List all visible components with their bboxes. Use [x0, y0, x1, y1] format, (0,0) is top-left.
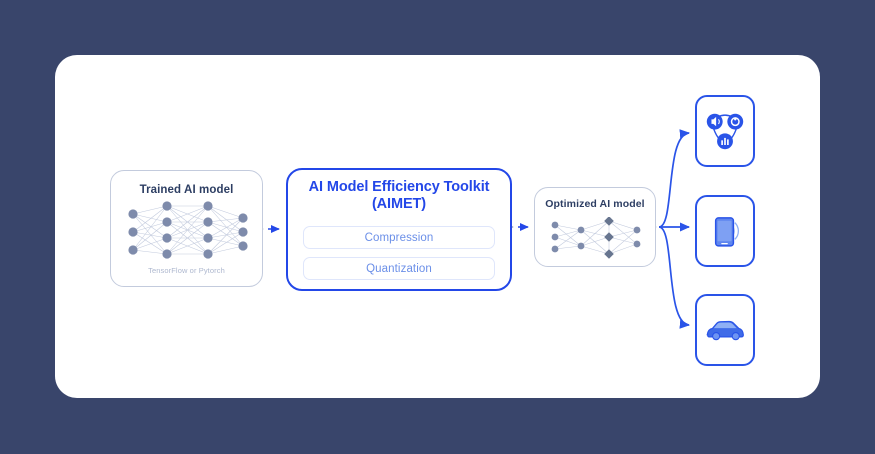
- aimet-feature-compression[interactable]: Compression: [303, 226, 495, 249]
- aimet-title-line1: AI Model Efficiency Toolkit: [308, 179, 490, 195]
- aimet-title-line2: (AIMET): [371, 196, 427, 212]
- car-icon: [706, 320, 744, 341]
- target-phone-box[interactable]: [695, 195, 755, 267]
- target-automotive-box[interactable]: [695, 294, 755, 366]
- aimet-box: AI Model Efficiency Toolkit (AIMET) Comp…: [286, 168, 512, 291]
- smartphone-icon: [714, 217, 739, 247]
- aimet-feature-compression-label: Compression: [364, 231, 434, 244]
- trained-model-box: Trained AI model: [110, 170, 263, 287]
- sensors-icon: [706, 113, 744, 150]
- aimet-title: AI Model Efficiency Toolkit (AIMET): [296, 179, 502, 213]
- connector-optimized-to-sensors: [658, 129, 691, 228]
- trained-model-framework-label: TensorFlow or Pytorch: [148, 266, 225, 275]
- trained-model-title: Trained AI model: [139, 184, 234, 196]
- aimet-feature-quantization[interactable]: Quantization: [303, 257, 495, 280]
- optimized-model-title: Optimized AI model: [545, 198, 645, 210]
- optimized-model-network: [551, 217, 641, 259]
- connector-optimized-to-targets: [648, 129, 691, 329]
- trained-model-network: [128, 201, 248, 259]
- diagram-card: Trained AI model: [55, 55, 820, 398]
- optimized-model-box: Optimized AI model: [534, 187, 656, 267]
- aimet-feature-quantization-label: Quantization: [366, 262, 432, 275]
- target-sensors-box[interactable]: [695, 95, 755, 167]
- connector-optimized-to-automotive: [658, 226, 691, 329]
